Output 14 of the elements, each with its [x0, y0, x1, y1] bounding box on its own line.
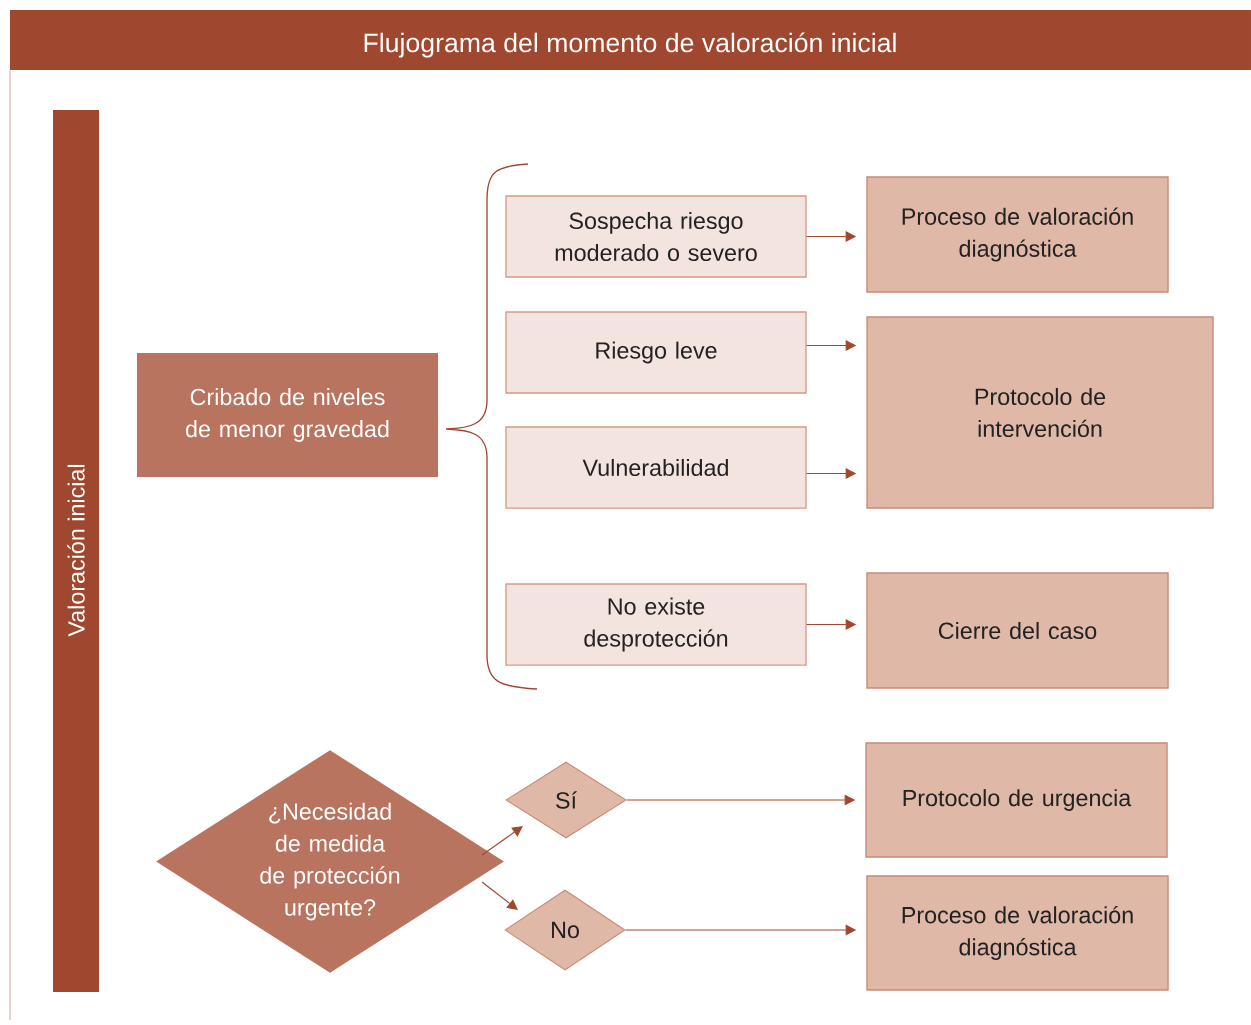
process-box: Cribado de niveles de menor gravedad: [136, 353, 439, 477]
category-box: Riesgo leve: [505, 311, 807, 394]
outcome-box: Cierre del caso: [866, 572, 1169, 689]
outcome-box: Proceso de valoración diagnóstica: [866, 176, 1169, 293]
arrow: [481, 826, 523, 856]
category-box: Vulnerabilidad: [505, 426, 807, 509]
outcome-box: Proceso de valoración diagnóstica: [866, 875, 1169, 991]
outcome-box: Protocolo de urgencia: [865, 742, 1168, 858]
category-box: No existe desprotección: [505, 583, 807, 666]
side-band: Valoración inicial: [53, 110, 99, 992]
outcome-box: Protocolo de intervención: [866, 316, 1214, 509]
arrow: [481, 881, 518, 910]
title-bar: Flujograma del momento de valoración inicial: [10, 10, 1251, 70]
category-box: Sospecha riesgo moderado o severo: [505, 195, 807, 278]
